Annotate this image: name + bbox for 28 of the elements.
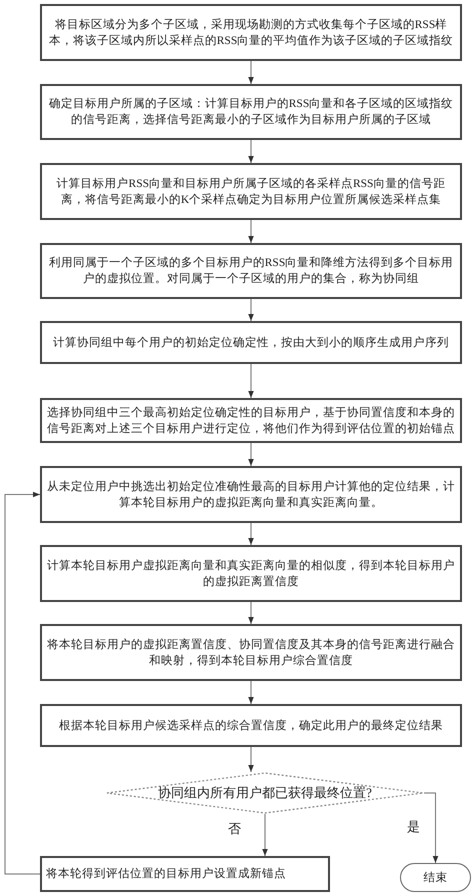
process-box: 根据本轮目标用户候选采样点的综合置信度，确定此用户的最终定位结果 — [40, 704, 462, 747]
arrow — [248, 220, 254, 244]
arrow — [248, 298, 254, 322]
arrow — [248, 442, 254, 466]
process-box: 计算目标用户RSS向量和目标用户所属子区域的各采样点RSS向量的信号距离，将信号距离最小的K个采样点确定为目标用户位置所属候选采样点集 — [40, 163, 462, 220]
arrow — [424, 792, 438, 864]
process-box: 计算本轮目标用户虚拟距离向量和真实距离向量的相似度，得到本轮目标用户的虚拟距离置信度 — [40, 545, 462, 602]
arrow — [262, 814, 268, 856]
arrow — [4, 492, 40, 874]
process-box: 利用同属于一个子区域的多个目标用户的RSS向量和降维方法得到多个目标用户的虚拟位置。对同属于一个子区域的用户的集合，称为协同组 — [40, 243, 462, 299]
process-box: 将本轮目标用户的虚拟距离置信度、协同置信度及其本身的信号距离进行融合和映射，得到本轮目标用户综合置信度 — [40, 624, 462, 681]
arrow — [248, 602, 254, 624]
process-box: 将目标区域分为多个子区域，采用现场勘测的方式收集每个子区域的RSS样本，将该子区域内所以采样点的RSS向量的平均值作为该子区域的子区域指纹 — [40, 4, 462, 61]
arrow — [248, 680, 254, 704]
end-terminal: 结束 — [400, 863, 471, 892]
arrow — [248, 746, 254, 772]
arrow — [248, 140, 254, 164]
decision-diamond: 协同组内所有用户都已获得最终位置? — [106, 772, 424, 814]
process-box: 选择协同组中三个最高初始定位确定性的目标用户，基于协同置信度和本身的信号距离对上述三个目标用户进行定位，将他们作为得到评估位置的初始锚点 — [40, 398, 462, 443]
arrow — [248, 364, 254, 398]
arrow — [248, 60, 254, 84]
edge-label: 是 — [405, 818, 422, 836]
process-box: 将本轮得到评估位置的目标用户设置成新锚点 — [40, 856, 330, 892]
arrow — [248, 522, 254, 546]
process-box: 从未定位用户中挑选出初始定位准确性最高的目标用户计算他的定位结果，计算本轮目标用户的虚拟距离向量和真实距离向量。 — [40, 466, 462, 523]
edge-label: 否 — [226, 820, 243, 838]
process-box: 确定目标用户所属的子区域：计算目标用户的RSS向量和各子区域的区域指纹的信号距离，选择信号距离最小的子区域作为目标用户所属的子区域 — [40, 84, 462, 140]
process-box: 计算协同组中每个用户的初始定位确定性，按由大到小的顺序生成用户序列 — [40, 321, 462, 364]
